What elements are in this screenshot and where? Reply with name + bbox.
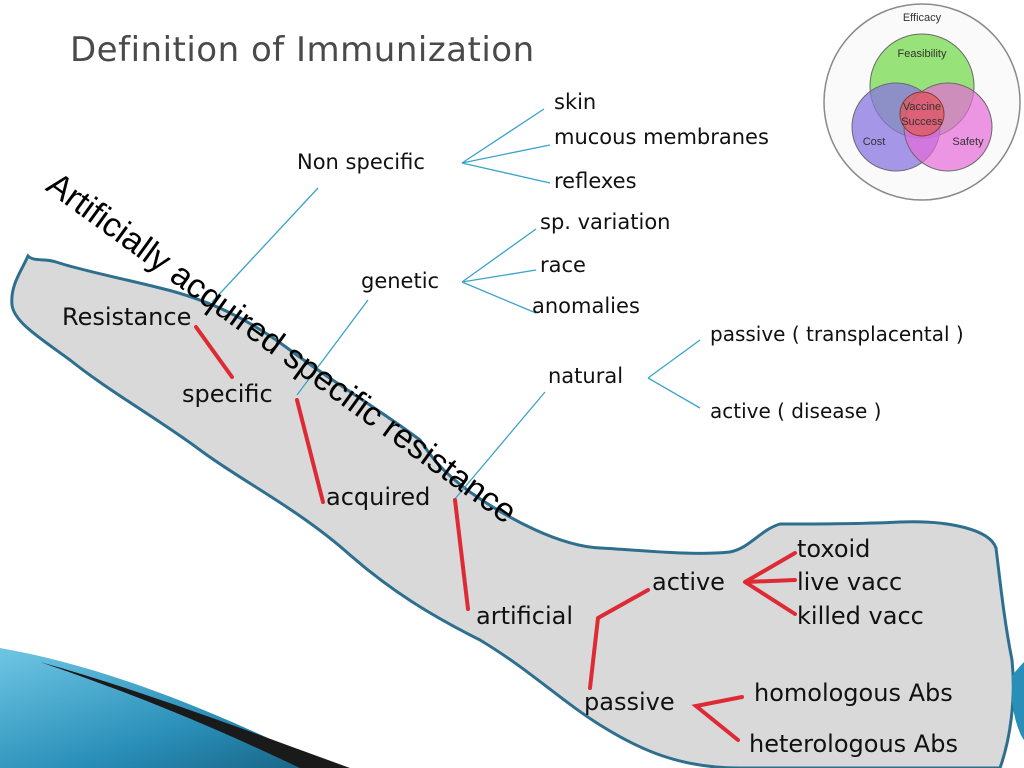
node-artificial: artificial xyxy=(476,602,574,630)
node-active-disease: active ( disease ) xyxy=(710,399,882,423)
venn-efficacy-label: Efficacy xyxy=(903,12,942,24)
node-genetic: genetic xyxy=(361,269,440,293)
node-non-specific: Non specific xyxy=(297,150,425,174)
node-sp-variation: sp. variation xyxy=(540,210,671,234)
node-homologous-abs: homologous Abs xyxy=(754,679,953,707)
node-resistance: Resistance xyxy=(62,303,192,331)
node-skin: skin xyxy=(554,90,597,114)
highlight-path xyxy=(194,325,797,742)
node-killed-vacc: killed vacc xyxy=(797,602,924,630)
node-reflexes: reflexes xyxy=(554,169,637,193)
node-passive: passive xyxy=(584,688,675,716)
venn-diagram: Efficacy Feasibility Vaccine Success Cos… xyxy=(823,3,1021,201)
node-natural: natural xyxy=(548,364,624,388)
venn-cost-label: Cost xyxy=(863,136,886,148)
venn-safety-label: Safety xyxy=(952,136,984,148)
corner-swoosh-right xyxy=(1012,662,1024,740)
node-toxoid: toxoid xyxy=(797,535,871,563)
highlight-region xyxy=(10,253,1015,768)
node-heterologous-abs: heterologous Abs xyxy=(749,730,958,758)
node-live-vacc: live vacc xyxy=(797,568,903,596)
node-anomalies: anomalies xyxy=(532,294,640,318)
node-race: race xyxy=(540,253,586,277)
venn-vaccine-label: Vaccine xyxy=(903,101,941,113)
corner-swoosh-dark xyxy=(40,662,350,768)
node-acquired: acquired xyxy=(326,483,431,511)
venn-feasibility-label: Feasibility xyxy=(898,48,947,60)
slide-title: Definition of Immunization xyxy=(70,30,535,70)
node-active: active xyxy=(652,568,725,596)
venn-success-label: Success xyxy=(901,116,943,128)
node-passive-transplacental: passive ( transplacental ) xyxy=(710,322,964,346)
node-specific: specific xyxy=(182,380,273,408)
thin-branches xyxy=(211,108,701,501)
node-mucous-membranes: mucous membranes xyxy=(554,125,769,149)
